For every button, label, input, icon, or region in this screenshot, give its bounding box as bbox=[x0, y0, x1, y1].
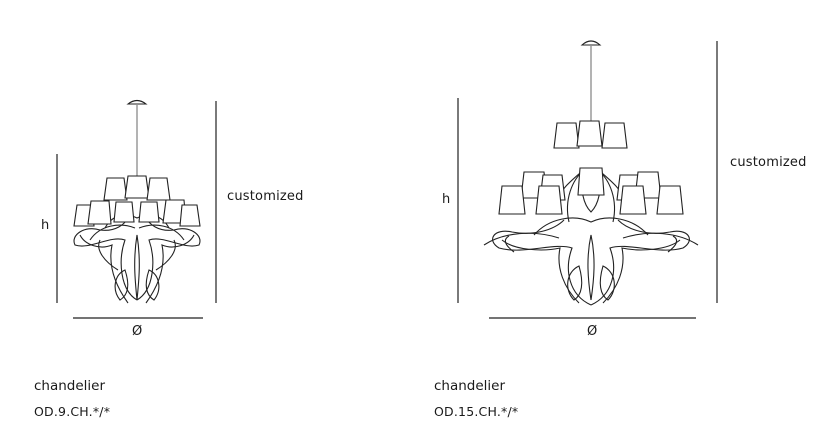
height-label: h bbox=[41, 218, 50, 233]
product-panel-od15: h Ø customized chandelier OD.15.CH.*/* bbox=[414, 0, 827, 445]
height-label: h bbox=[442, 192, 451, 207]
customized-height-note: customized bbox=[227, 189, 304, 204]
chandelier-drawing-large bbox=[457, 40, 718, 319]
product-code: OD.15.CH.*/* bbox=[434, 404, 519, 419]
product-code: OD.9.CH.*/* bbox=[34, 404, 111, 419]
chandelier-drawing-small bbox=[56, 99, 217, 319]
diameter-label: Ø bbox=[587, 324, 598, 339]
customized-height-note: customized bbox=[730, 155, 807, 170]
chandelier-large-illustration bbox=[483, 40, 699, 306]
diameter-label: Ø bbox=[132, 324, 143, 339]
product-name: chandelier bbox=[434, 378, 506, 394]
ceiling-canopy bbox=[126, 99, 148, 105]
ceiling-canopy bbox=[580, 40, 602, 46]
product-panel-od9: h Ø customized chandelier OD.9.CH.*/* bbox=[34, 99, 304, 419]
chandelier-small-illustration bbox=[73, 99, 201, 304]
product-name: chandelier bbox=[34, 378, 106, 394]
